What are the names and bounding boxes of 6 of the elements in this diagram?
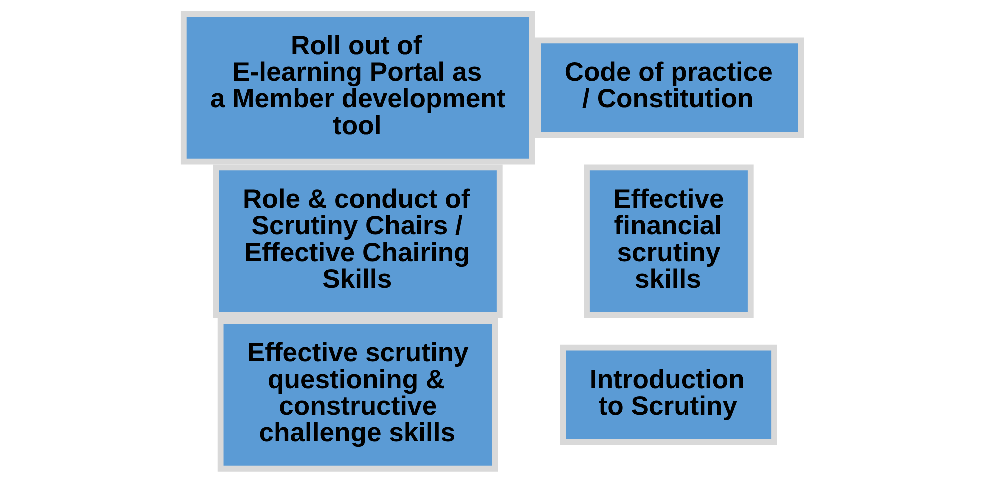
node-box: Code of practice / Constitution [535,38,804,138]
node-box: Role & conduct of Scrutiny Chairs / Effective Chairing Skills [213,164,503,318]
node-box: Effective scrutiny questioning & constructive challenge skills [218,318,498,472]
node-box: Roll out of E-learning Portal as a Member development tool [180,11,536,165]
node-box: Introduction to Scrutiny [560,344,778,446]
node-box: Effective financial scrutiny skills [584,164,754,318]
